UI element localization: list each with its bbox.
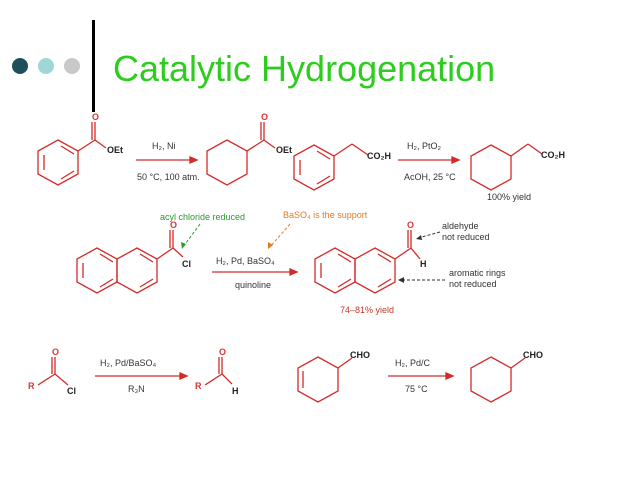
r4-reactant (37, 357, 69, 386)
note-support: BaSO₄ is the support (283, 210, 368, 220)
aromatic-pointer-head (398, 277, 404, 283)
r3p-hydrogen: H (420, 259, 427, 269)
r4p-r-group: R (195, 381, 202, 391)
aldehyde-pointer (417, 231, 441, 239)
r4-chloride: Cl (67, 386, 76, 396)
r1-conditions: 50 °C, 100 atm. (137, 172, 200, 182)
r3-reagent: H₂, Pd, BaSO₄ (216, 256, 275, 266)
r3-conditions: quinoline (235, 280, 271, 290)
note-aromatic-1: aromatic rings (449, 268, 506, 278)
r4-arrow (95, 372, 189, 380)
r4-oxygen: O (52, 347, 59, 357)
acyl-pointer-head (181, 242, 186, 249)
r2-conditions: AcOH, 25 °C (404, 172, 456, 182)
r5-reactant (297, 356, 353, 403)
r2-acid-group: CO₂H (367, 151, 391, 161)
r3-yield: 74–81% yield (340, 305, 394, 315)
support-pointer-head (268, 242, 273, 249)
r5-aldehyde: CHO (350, 350, 370, 360)
acyl-pointer (182, 223, 201, 248)
r1-ester-group: OEt (107, 145, 123, 155)
r5-reagent: H₂, Pd/C (395, 358, 431, 368)
bullet-dots (12, 58, 82, 78)
r1-product (206, 122, 276, 186)
dot-dark (12, 58, 28, 74)
r5-product (470, 356, 526, 403)
note-acyl-chloride: acyl chloride reduced (160, 212, 245, 222)
r3p-oxygen: O (407, 220, 414, 230)
note-aromatic-2: not reduced (449, 279, 497, 289)
r2-yield: 100% yield (487, 192, 531, 202)
aldehyde-pointer-head (416, 235, 422, 240)
note-aldehyde-2: not reduced (442, 232, 490, 242)
r1p-ester-group: OEt (276, 145, 292, 155)
r1-reactant (37, 122, 107, 186)
r2-product (470, 143, 543, 191)
dot-grey (64, 58, 80, 74)
r3-product (314, 230, 421, 294)
r1-arrow (136, 156, 199, 164)
r2-reactant (293, 143, 369, 191)
slide-title: Catalytic Hydrogenation (113, 48, 496, 89)
r3-reactant (76, 230, 184, 294)
r4-reagent: H₂, Pd/BaSO₄ (100, 358, 157, 368)
r3-chloride: Cl (182, 259, 191, 269)
support-pointer (269, 223, 291, 248)
r3-oxygen: O (170, 220, 177, 230)
r5-conditions: 75 °C (405, 384, 428, 394)
r4-r-group: R (28, 381, 35, 391)
title-divider (92, 20, 95, 112)
r4p-oxygen: O (219, 347, 226, 357)
dot-teal (38, 58, 54, 74)
r5p-aldehyde: CHO (523, 350, 543, 360)
r4p-hydrogen: H (232, 386, 239, 396)
r5-arrow (388, 372, 455, 380)
r3-arrow (212, 268, 299, 276)
r1p-oxygen: O (261, 112, 268, 122)
r4-conditions: R₃N (128, 384, 145, 394)
note-aldehyde-1: aldehyde (442, 221, 479, 231)
r2-reagent: H₂, PtO₂ (407, 141, 441, 151)
r4-product (204, 357, 233, 386)
r1-reagent: H₂, Ni (152, 141, 176, 151)
r1-oxygen: O (92, 112, 99, 122)
r2p-acid-group: CO₂H (541, 150, 565, 160)
r2-arrow (398, 156, 461, 164)
